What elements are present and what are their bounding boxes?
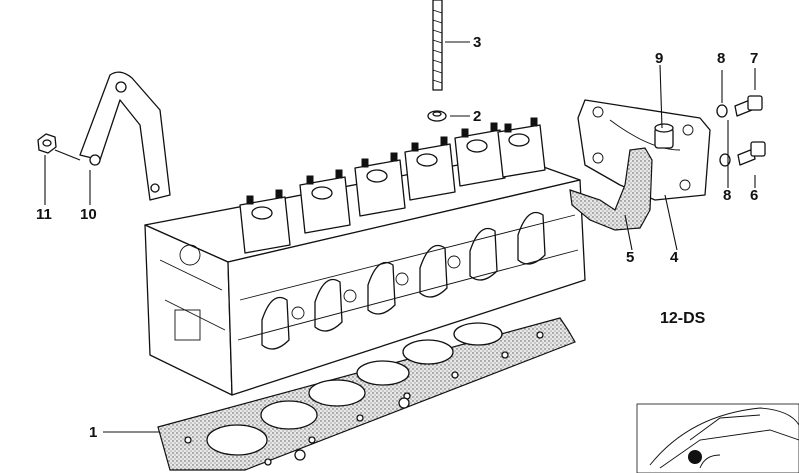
vehicle-location-thumbnail <box>636 403 799 473</box>
bolt-upper <box>734 95 763 117</box>
callout-10: 10 <box>80 206 97 223</box>
callout-labels: 1 2 3 4 5 6 7 8 8 9 10 11 <box>36 34 758 441</box>
location-marker-icon <box>688 450 702 464</box>
callout-6: 6 <box>750 187 758 204</box>
callout-3: 3 <box>473 34 481 51</box>
nut <box>37 133 57 154</box>
bolt-lower <box>737 141 766 166</box>
washer-upper <box>716 104 728 118</box>
callout-2: 2 <box>473 108 481 125</box>
stud-bolt <box>432 0 443 91</box>
callout-8-lower: 8 <box>723 187 731 204</box>
lifting-bracket <box>79 71 171 201</box>
callout-7: 7 <box>750 50 758 67</box>
washer <box>427 110 447 122</box>
callout-4: 4 <box>670 249 679 266</box>
group-code: 12-DS <box>660 310 706 327</box>
callout-1: 1 <box>89 424 97 441</box>
head-gasket <box>157 317 576 471</box>
leader-lines <box>44 41 756 433</box>
callout-9: 9 <box>655 50 663 67</box>
callout-5: 5 <box>626 249 634 266</box>
callout-11: 11 <box>36 206 52 223</box>
callout-8-upper: 8 <box>717 50 725 67</box>
cover-gasket <box>569 147 653 231</box>
cylinder-head <box>144 117 586 396</box>
dowel-sleeve <box>654 123 674 149</box>
